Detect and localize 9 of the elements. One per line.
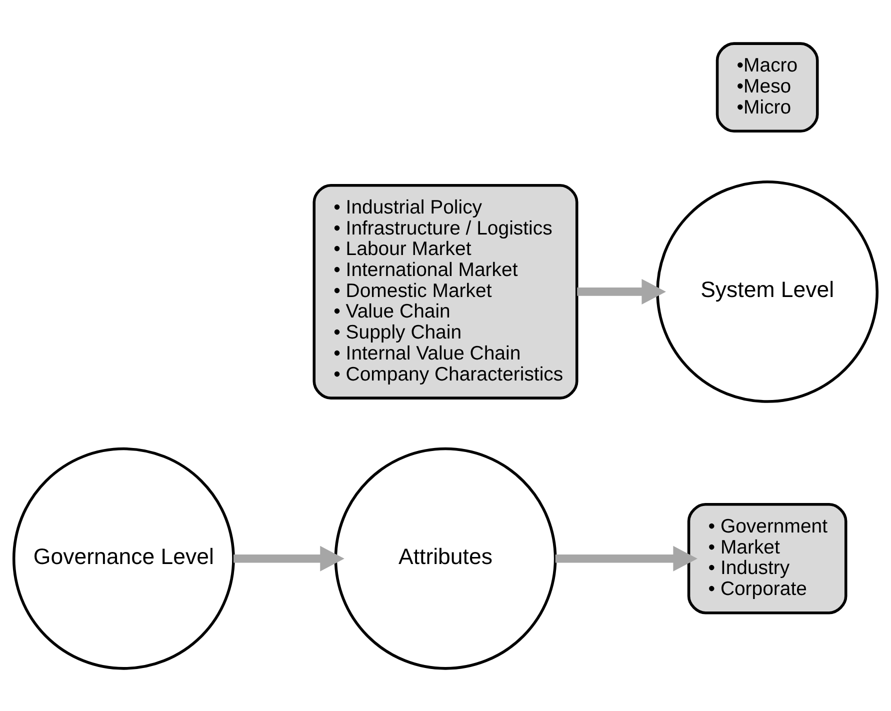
node-box: •Macro •Meso •Micro [716,42,819,132]
arrow [577,278,666,304]
arrow [555,545,698,571]
node-circle: Attributes [334,446,557,670]
node-circle: System Level [656,180,879,402]
node-circle: Governance Level [12,446,235,670]
node-box: • Government • Market • Industry • Corporate [687,502,848,614]
node-box: • Industrial Policy • Infrastructure / Logistics • Labour Market • International Market • Domestic Market • Value Chain • Supply Chain • Internal Value Chain • Company Characteristics [312,183,578,399]
arrow [234,545,344,571]
